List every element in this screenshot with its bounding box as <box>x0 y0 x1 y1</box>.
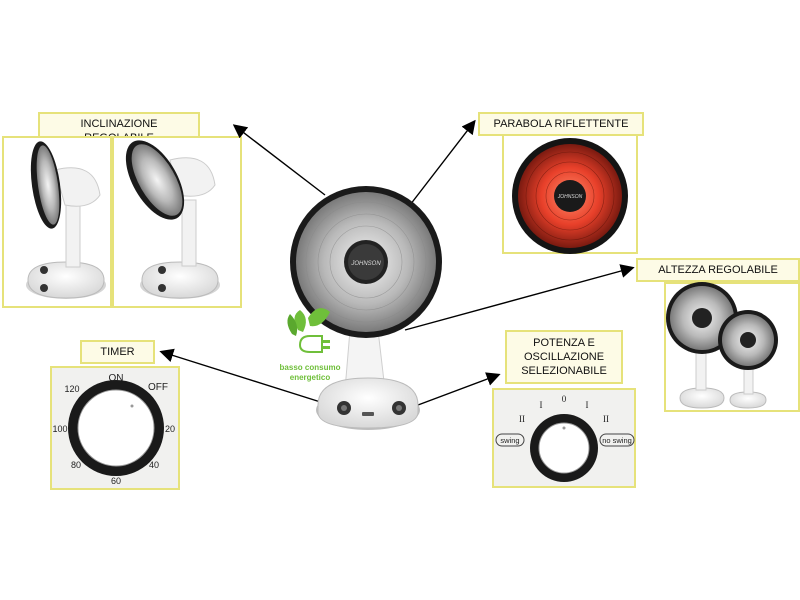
label-potenza: POTENZA E OSCILLAZIONE SELEZIONABILE <box>505 330 623 384</box>
timer-100: 100 <box>52 424 67 434</box>
arrow-inclinazione <box>232 124 326 196</box>
label-altezza: ALTEZZA REGOLABILE <box>636 258 800 282</box>
timer-20: 20 <box>165 424 175 434</box>
timer-off: OFF <box>148 382 168 393</box>
tilt-photo-right <box>125 140 220 299</box>
height-photo <box>666 282 778 409</box>
power-swing: swing <box>500 436 519 445</box>
reflector-brand: JOHNSON <box>557 194 583 200</box>
timer-dial: ON OFF 120 100 80 60 40 20 <box>52 368 178 488</box>
main-heater: JOHNSON <box>290 186 442 430</box>
power-0: 0 <box>562 394 567 404</box>
label-potenza-line2: OSCILLAZIONE <box>523 351 605 363</box>
power-dial: 0 I I II II swing no swing <box>494 390 635 486</box>
arrow-timer <box>159 348 331 406</box>
power-1-right: I <box>586 400 589 410</box>
timer-60: 60 <box>111 476 121 486</box>
power-2-right: II <box>603 414 609 424</box>
label-parabola: PARABOLA RIFLETTENTE <box>478 112 644 136</box>
timer-on: ON <box>109 373 124 384</box>
eco-badge: basso consumo energetico <box>280 308 341 382</box>
eco-badge-line1: basso consumo <box>280 363 341 372</box>
power-no-swing: no swing <box>602 436 632 445</box>
label-potenza-line3: SELEZIONABILE <box>521 365 607 377</box>
timer-120: 120 <box>64 384 79 394</box>
power-2-left: II <box>519 414 525 424</box>
arrow-altezza <box>404 264 635 331</box>
eco-badge-line2: energetico <box>290 373 331 382</box>
main-heater-brand: JOHNSON <box>350 261 381 267</box>
reflector-photo: JOHNSON <box>512 138 628 254</box>
arrow-parabola <box>409 119 476 206</box>
label-timer: TIMER <box>80 340 155 364</box>
arrow-potenza <box>417 372 501 406</box>
timer-80: 80 <box>71 460 81 470</box>
power-1-left: I <box>540 400 543 410</box>
tilt-photo-left <box>26 141 106 299</box>
label-potenza-line1: POTENZA E <box>533 337 595 349</box>
timer-40: 40 <box>149 460 159 470</box>
